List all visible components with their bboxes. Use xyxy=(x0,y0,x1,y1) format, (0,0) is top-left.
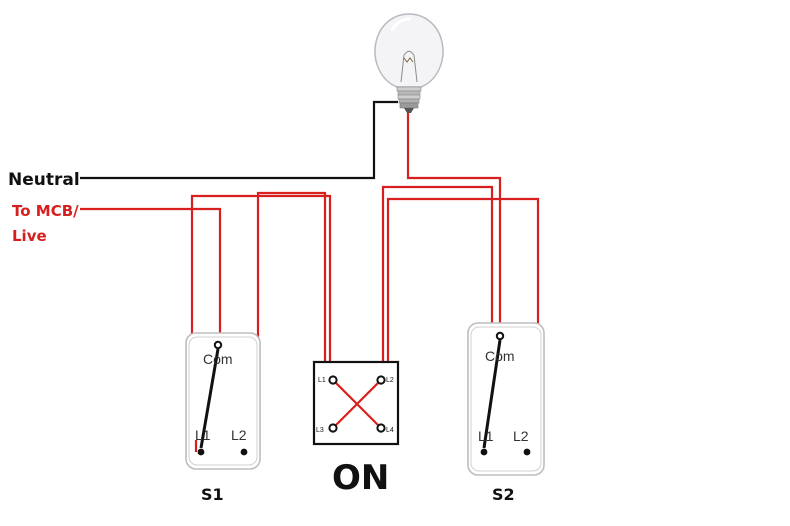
s1-l1-wire xyxy=(190,194,332,440)
s2-l2-label: L2 xyxy=(513,428,529,444)
s1-l2-label: L2 xyxy=(231,427,247,443)
s1-com-label: Com xyxy=(203,351,233,367)
neutral-label: Neutral xyxy=(8,170,80,190)
intermediate-l2-label: L2 xyxy=(386,377,394,384)
s1-lever xyxy=(199,348,220,449)
s2-l1-label: L1 xyxy=(478,428,494,444)
live-feed-wire xyxy=(80,207,222,350)
switch2-label: S2 xyxy=(492,485,515,504)
s1-l1-label: L1 xyxy=(195,427,211,443)
mcb-label-line2: Live xyxy=(12,227,47,245)
intermediate-l4-label: L4 xyxy=(386,427,394,434)
lamp-wire xyxy=(406,113,502,333)
neutral-wire xyxy=(80,100,398,180)
intermediate-l1-label: L1 xyxy=(318,377,326,384)
s2-com-label: Com xyxy=(485,348,515,364)
intermediate-l3-label: L3 xyxy=(316,427,324,434)
s2-lever xyxy=(482,339,502,449)
switch-s1: Com L1 L2 xyxy=(185,332,261,470)
light-bulb-icon xyxy=(374,13,444,113)
intermediate-switch: L1 L2 L3 L4 xyxy=(312,360,400,446)
switch-s2: Com L1 L2 xyxy=(467,322,545,476)
switch-state-label: ON xyxy=(332,458,389,498)
switch1-label: S1 xyxy=(201,485,224,504)
mcb-label-line1: To MCB/ xyxy=(12,202,79,220)
